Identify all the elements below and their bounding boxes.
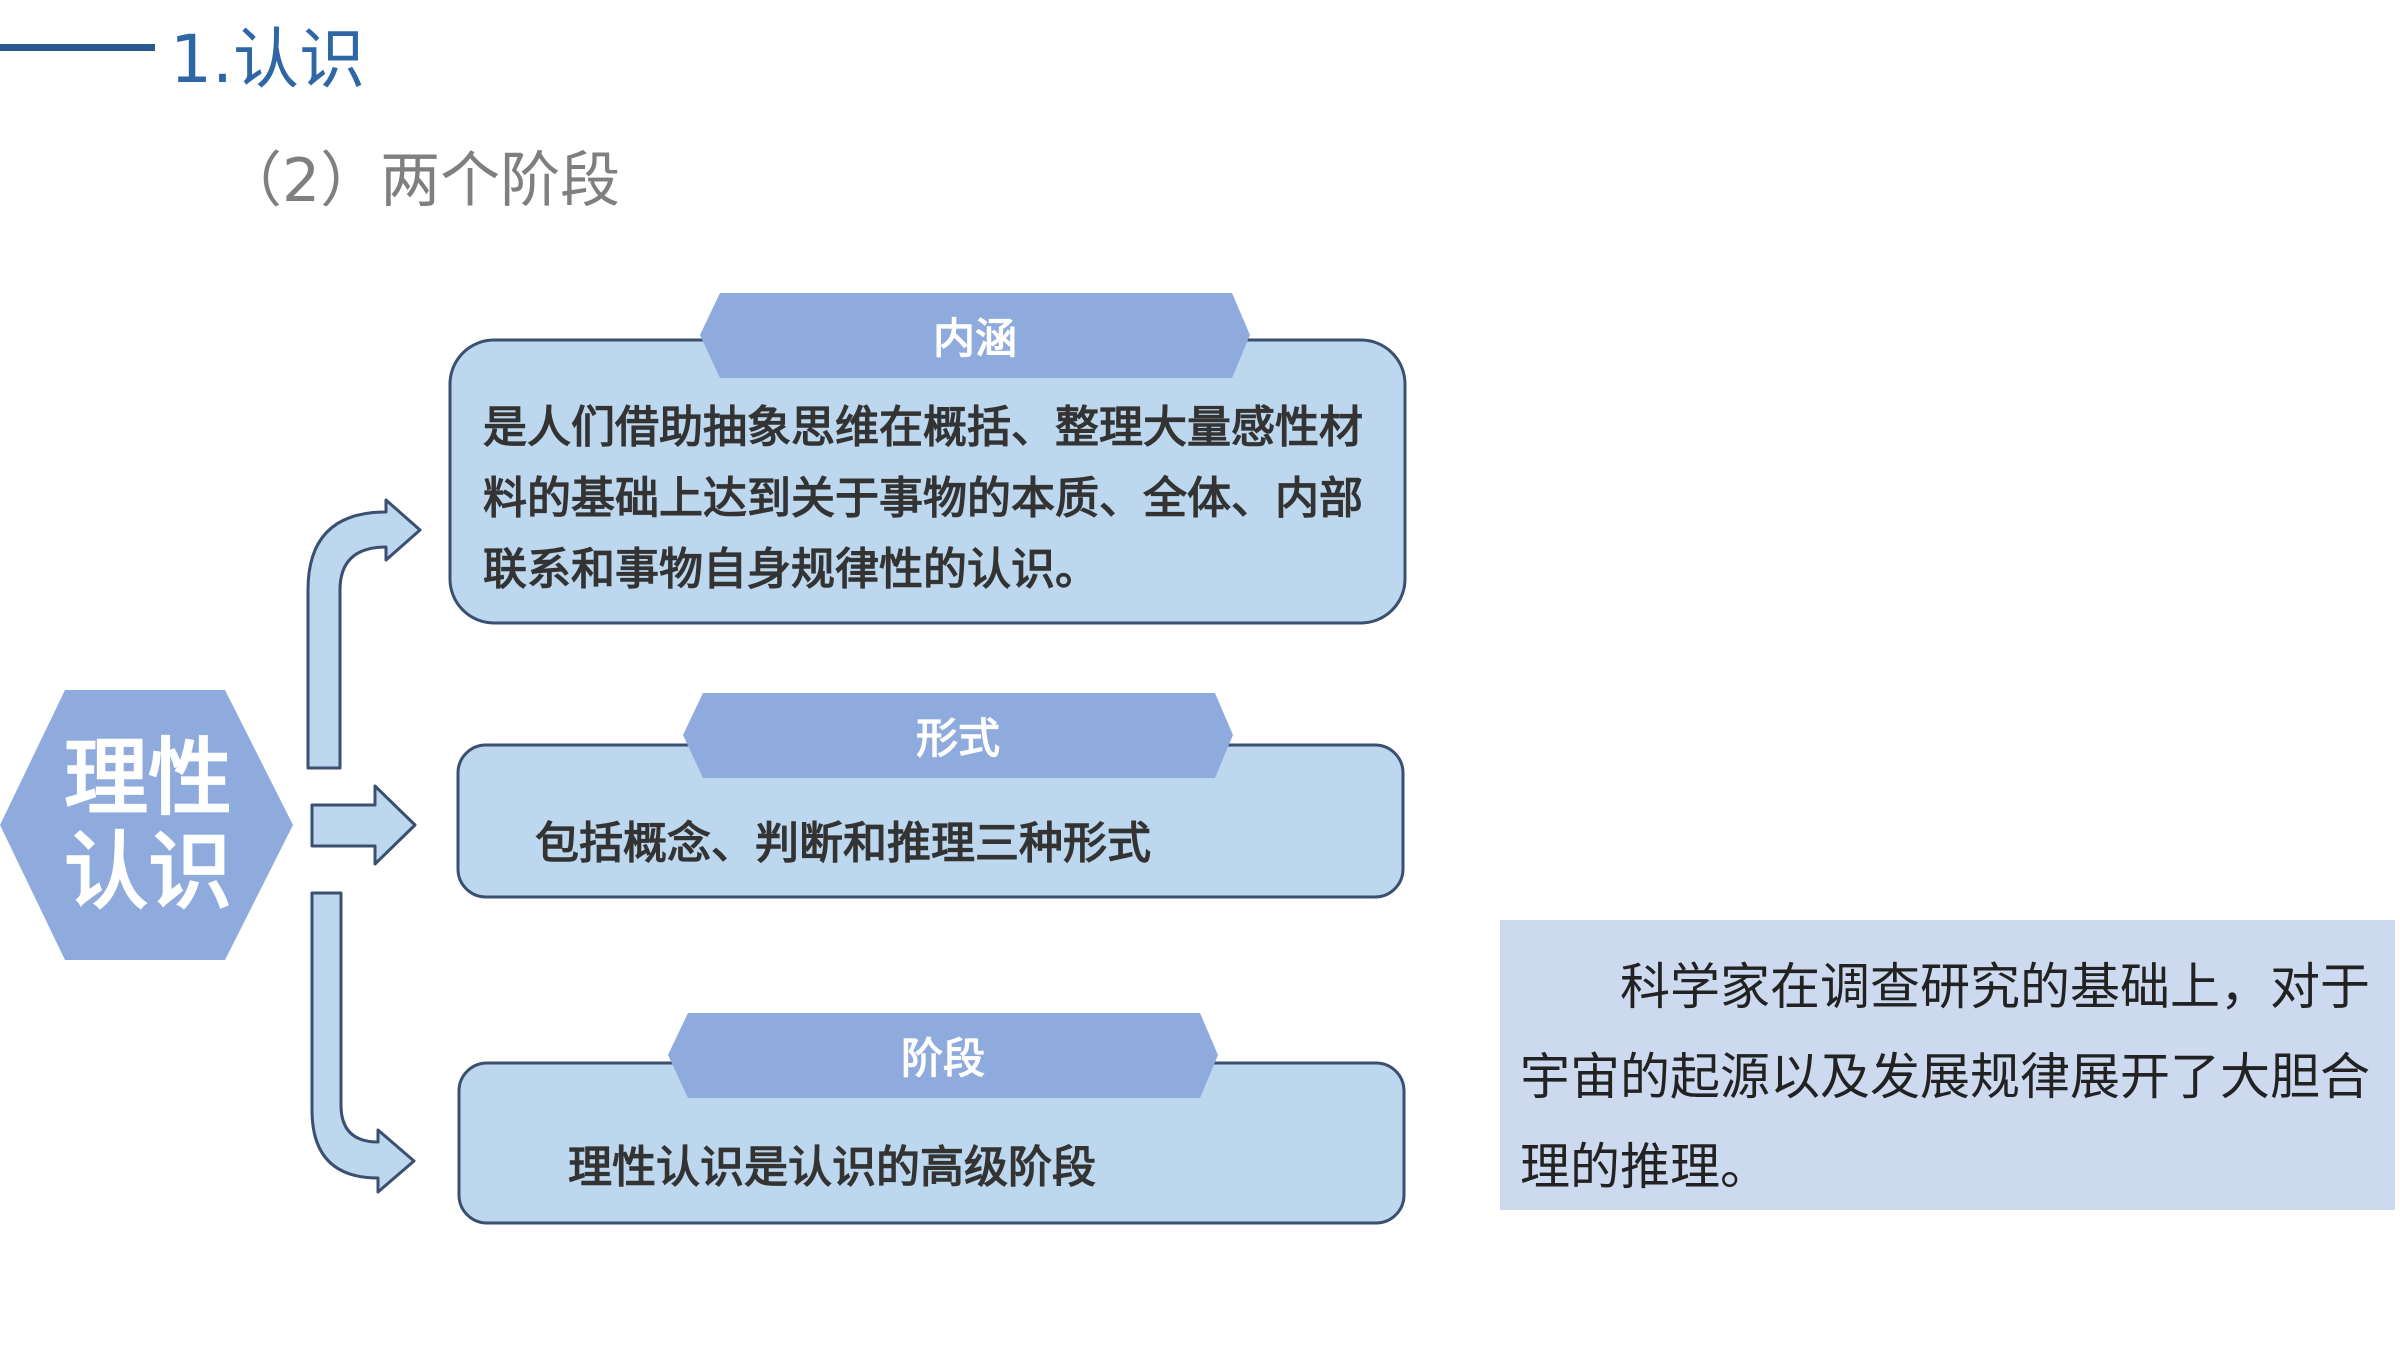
form-tab-label: 形式 [915, 714, 1000, 763]
root-label: 理性认识 [8, 700, 288, 950]
arrow-down-to-stage [310, 891, 416, 1194]
stage-text: 理性认识是认识的高级阶段 [568, 1142, 1096, 1193]
arrow-right-to-form [310, 784, 417, 866]
connotation-tab-label: 内涵 [932, 314, 1017, 363]
stage-tab-label: 阶段 [900, 1034, 985, 1083]
form-text: 包括概念、判断和推理三种形式 [535, 818, 1151, 869]
title-accent-line [0, 44, 155, 51]
page-subtitle: （2）两个阶段 [222, 146, 621, 216]
root-hexagon [0, 690, 293, 960]
root-label-line: 理性 [63, 728, 232, 827]
example-note: 科学家在调查研究的基础上，对于宇宙的起源以及发展规律展开了大胆合理的推理。 [1500, 920, 2395, 1210]
page-title: 1.认识 [170, 21, 365, 98]
arrow-up-to-connotation [306, 498, 422, 770]
form-tab [683, 693, 1233, 778]
connotation-tab [700, 293, 1250, 378]
root-label-line: 认识 [63, 823, 232, 921]
connotation-text: 是人们借助抽象思维在概括、整理大量感性材料的基础上达到关于事物的本质、全体、内部… [483, 402, 1363, 595]
stage-tab [668, 1013, 1218, 1098]
